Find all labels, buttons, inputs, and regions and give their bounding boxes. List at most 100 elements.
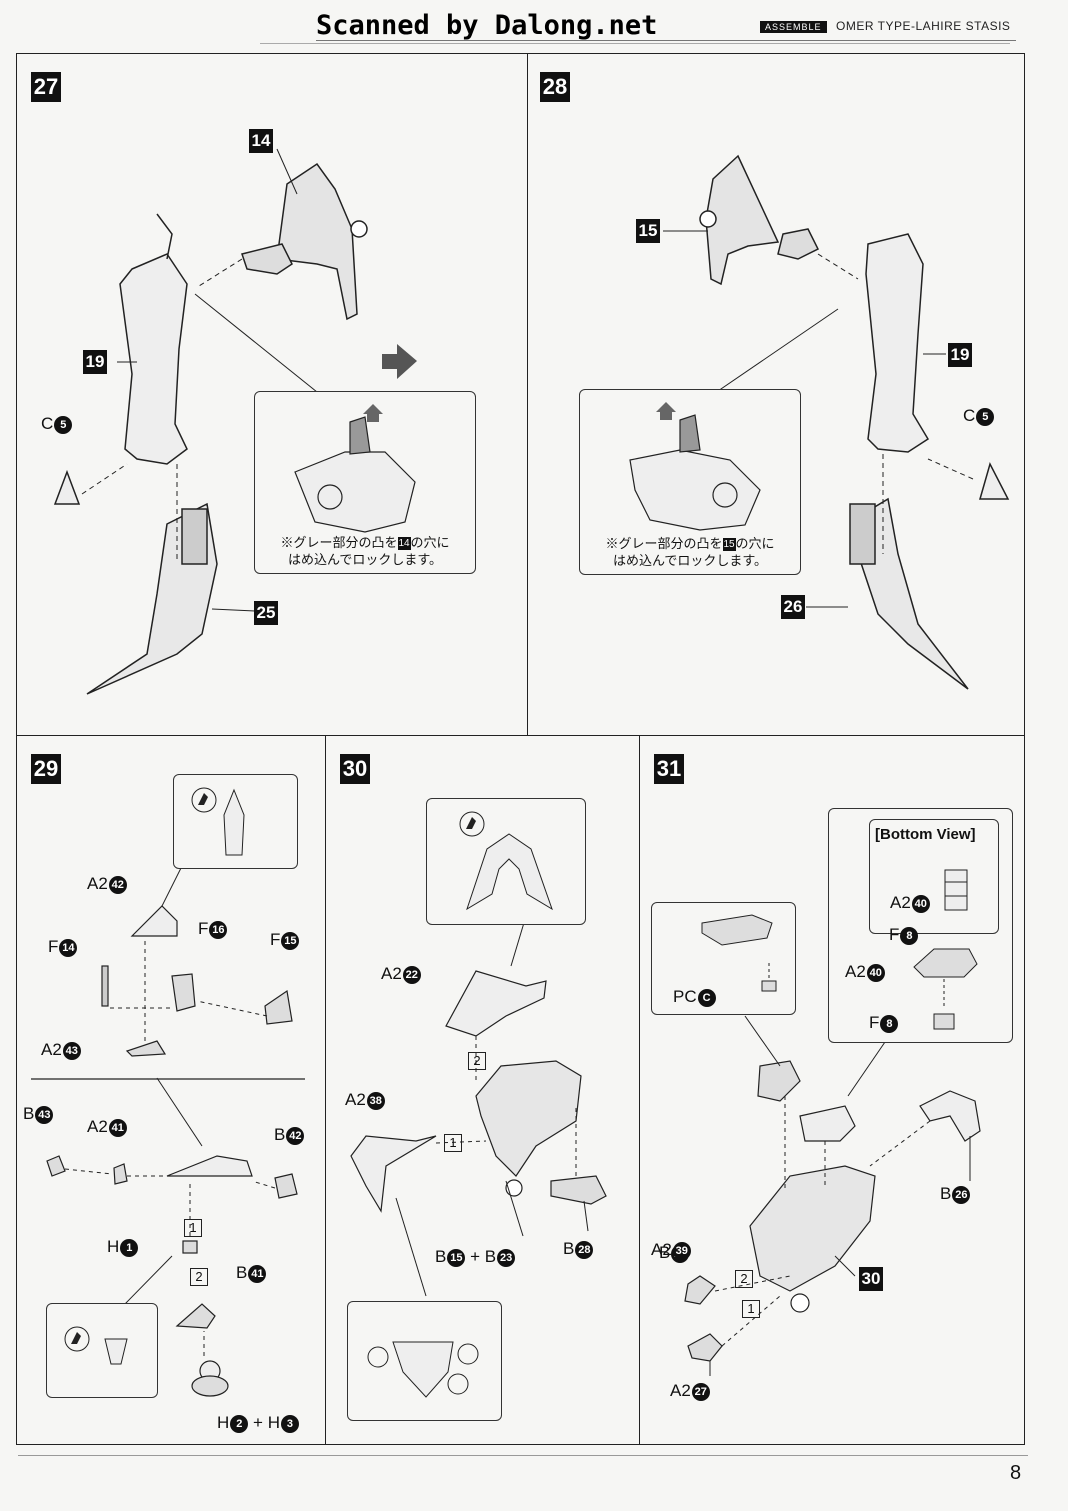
part-letter: C (963, 406, 976, 425)
header-rule-2 (260, 43, 1010, 44)
note-mid: の穴に (735, 536, 775, 551)
part-letter: F (889, 925, 900, 944)
model-name: OMER TYPE-LAHIRE STASIS (836, 19, 1011, 33)
plus-sign: + (470, 1247, 481, 1266)
part-number: 15 (447, 1248, 466, 1267)
note-line-2: はめ込んでロックします。 (612, 553, 768, 568)
part-number: 1 (120, 1238, 139, 1257)
part-letter: H (217, 1413, 230, 1432)
step-31-panel: 31 B27 (639, 735, 1025, 1445)
detail-illustration (629, 402, 761, 531)
page-number: 8 (1010, 1462, 1022, 1484)
lock-note: ※グレー部分の凸を15の穴に はめ込んでロックします。 (580, 535, 800, 569)
part-number: 41 (108, 1118, 127, 1137)
detail-callout: ※グレー部分の凸を15の穴に はめ込んでロックします。 (579, 389, 801, 575)
part-number: 22 (402, 965, 421, 984)
part-letter: H (267, 1413, 280, 1432)
step-number: 29 (31, 754, 61, 784)
step-number: 31 (654, 754, 684, 784)
part-letter: F (869, 1013, 880, 1032)
part-number: C (697, 988, 716, 1007)
part-number: 5 (54, 415, 73, 434)
part-b27-callout-illustration (701, 914, 777, 992)
part-letter: PC (673, 987, 697, 1006)
part-tag-19: 19 (948, 343, 972, 367)
step-29-panel: 29 (16, 735, 326, 1445)
part-a2-40-illustration (913, 948, 978, 1030)
part-letter: A2 (87, 1117, 108, 1136)
part-letter: A2 (890, 893, 911, 912)
part-number: 43 (62, 1041, 81, 1060)
part-letter: F (198, 919, 209, 938)
part-number: 5 (976, 407, 995, 426)
footer-rule (18, 1455, 1028, 1456)
part-number: 28 (575, 1240, 594, 1259)
part-letter: A2 (87, 874, 108, 893)
step-30-panel: 30 (325, 735, 640, 1445)
note-prefix: ※グレー部分の凸を (280, 535, 398, 550)
part-letter: H (107, 1237, 120, 1256)
part-number: 8 (880, 1014, 899, 1033)
part-letter: F (48, 937, 59, 956)
part-number: 2 (230, 1414, 249, 1433)
bottom-view-illustration (944, 869, 968, 911)
part-number: 14 (59, 938, 78, 957)
part-number: 15 (281, 931, 300, 950)
part-tag-30: 30 (859, 1267, 883, 1291)
note-line-2: はめ込んでロックします。 (287, 552, 443, 567)
part-letter: B (435, 1247, 447, 1266)
step-27-panel: 27 14 19 25 C (16, 53, 528, 736)
note-part-number: 14 (397, 537, 411, 551)
part-number: 3 (280, 1414, 299, 1433)
part-number: 40 (911, 894, 930, 913)
part-b27-callout (651, 902, 796, 1015)
part-letter: B (484, 1247, 497, 1266)
order-box-2: 2 (735, 1270, 753, 1288)
part-number: 40 (866, 963, 885, 982)
step-28-illustration (663, 154, 1010, 690)
step-31-illustration (684, 1015, 981, 1376)
marker-callout (426, 798, 586, 925)
bottom-view-box: [Bottom View] (869, 819, 999, 934)
part-letter: C (41, 414, 54, 433)
part-letter: A2 (41, 1040, 62, 1059)
part-number: 42 (286, 1126, 305, 1145)
step-29-illustration (31, 865, 305, 1397)
step-number: 28 (540, 72, 570, 102)
part-number: 41 (248, 1264, 267, 1283)
part-letter: F (270, 930, 281, 949)
plus-sign: + (253, 1413, 263, 1432)
part-letter: A2 (345, 1090, 366, 1109)
marker-callout-2-illustration (367, 1341, 479, 1398)
part-letter: B (940, 1184, 952, 1203)
lock-note: ※グレー部分の凸を14の穴に はめ込んでロックします。 (255, 534, 475, 568)
order-box-1: 1 (444, 1134, 462, 1152)
part-letter: B (23, 1104, 35, 1123)
part-number: 26 (952, 1185, 971, 1204)
note-mid: の穴に (410, 535, 450, 550)
part-number: 16 (209, 920, 228, 939)
part-number: 23 (497, 1248, 516, 1267)
order-box-1: 1 (742, 1300, 760, 1318)
part-letter: B (274, 1125, 286, 1144)
part-number: 39 (672, 1241, 691, 1260)
part-letter: A2 (670, 1381, 691, 1400)
part-number: 8 (900, 926, 919, 945)
part-number: 38 (366, 1091, 385, 1110)
marker-callout-illustration (459, 811, 553, 911)
order-box-1: 1 (184, 1219, 202, 1237)
assemble-badge: ASSEMBLE (760, 21, 827, 33)
